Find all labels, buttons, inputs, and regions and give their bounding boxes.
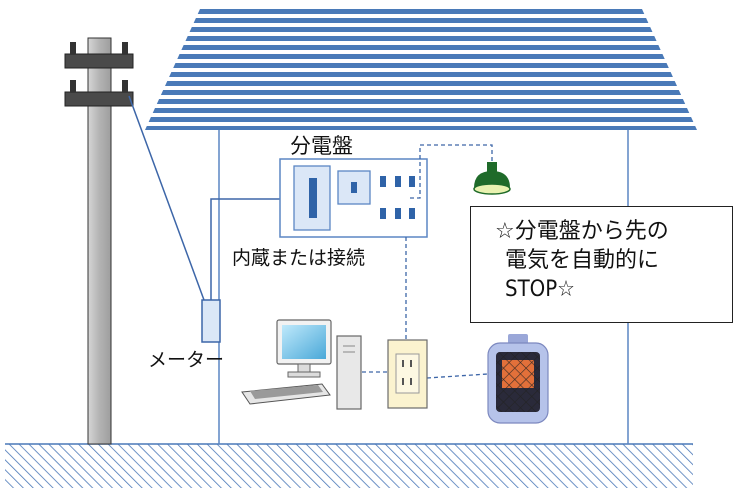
electric-heater	[487, 334, 549, 424]
service-wire	[128, 95, 205, 301]
pendant-lamp	[473, 162, 511, 195]
callout-line-1: ☆分電盤から先の	[495, 219, 669, 244]
panel-label: 分電盤	[290, 134, 353, 158]
callout-box: ☆分電盤から先の 電気を自動的に STOP☆	[470, 206, 733, 323]
wall-outlet	[387, 339, 428, 409]
ground	[5, 444, 693, 488]
distribution-panel	[279, 158, 428, 238]
desktop-computer	[241, 319, 362, 410]
meter-to-panel-wire	[210, 198, 287, 300]
builtin-label: 内蔵または接続	[232, 247, 366, 269]
utility-pole	[64, 37, 134, 445]
callout-line-3: STOP☆	[505, 277, 575, 302]
meter-label: メーター	[148, 349, 225, 371]
roof	[145, 9, 697, 130]
dashed-wiring	[362, 144, 493, 379]
callout-line-2: 電気を自動的に	[505, 248, 660, 273]
meter	[201, 299, 221, 343]
